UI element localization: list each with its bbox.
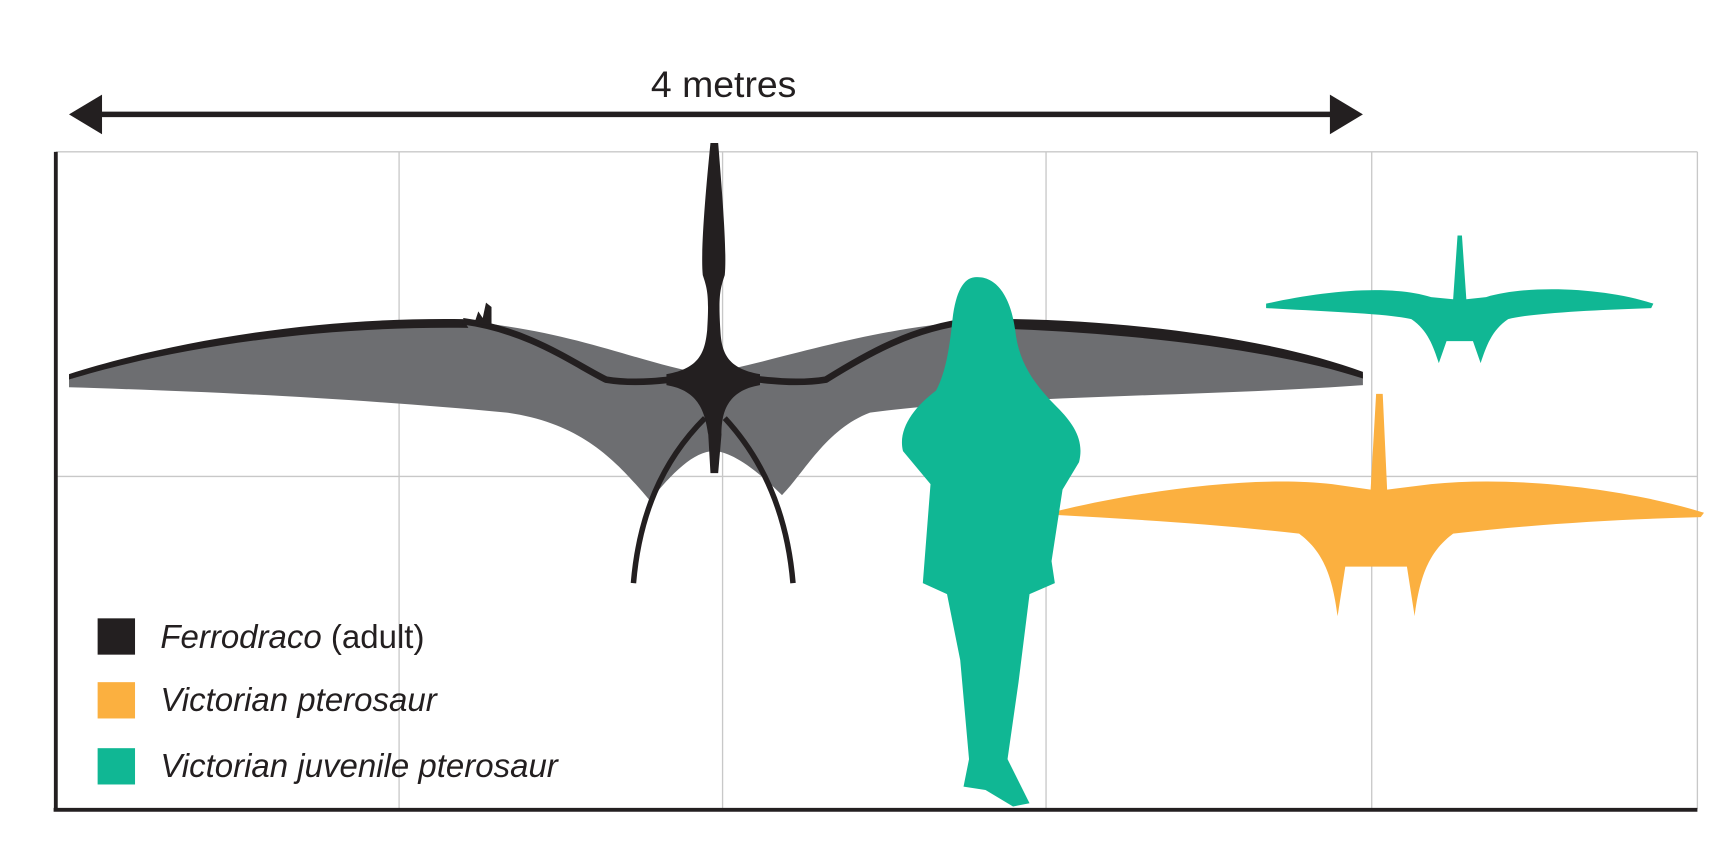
scale-bar: 4 metres (69, 63, 1363, 135)
victorian-juvenile-pterosaur-silhouette (1266, 235, 1654, 364)
victorian-pterosaur-silhouette (1054, 393, 1704, 617)
legend: Ferrodraco (adult) Victorian pterosaur V… (97, 618, 560, 785)
legend-label-ferrodraco: Ferrodraco (adult) (160, 618, 424, 655)
ferrodraco-silhouette (69, 143, 1363, 584)
axes (53, 151, 1698, 812)
legend-label-victorian-juvenile: Victorian juvenile pterosaur (160, 747, 559, 784)
human-silhouette (901, 277, 1081, 807)
legend-swatch-victorian-pterosaur (97, 682, 136, 719)
scale-bar-label: 4 metres (651, 63, 796, 105)
legend-swatch-ferrodraco (97, 618, 136, 655)
legend-label-victorian-pterosaur: Victorian pterosaur (160, 681, 438, 718)
arrow-right-icon (1329, 94, 1363, 135)
legend-swatch-victorian-juvenile (97, 748, 136, 785)
arrow-left-icon (69, 94, 103, 135)
